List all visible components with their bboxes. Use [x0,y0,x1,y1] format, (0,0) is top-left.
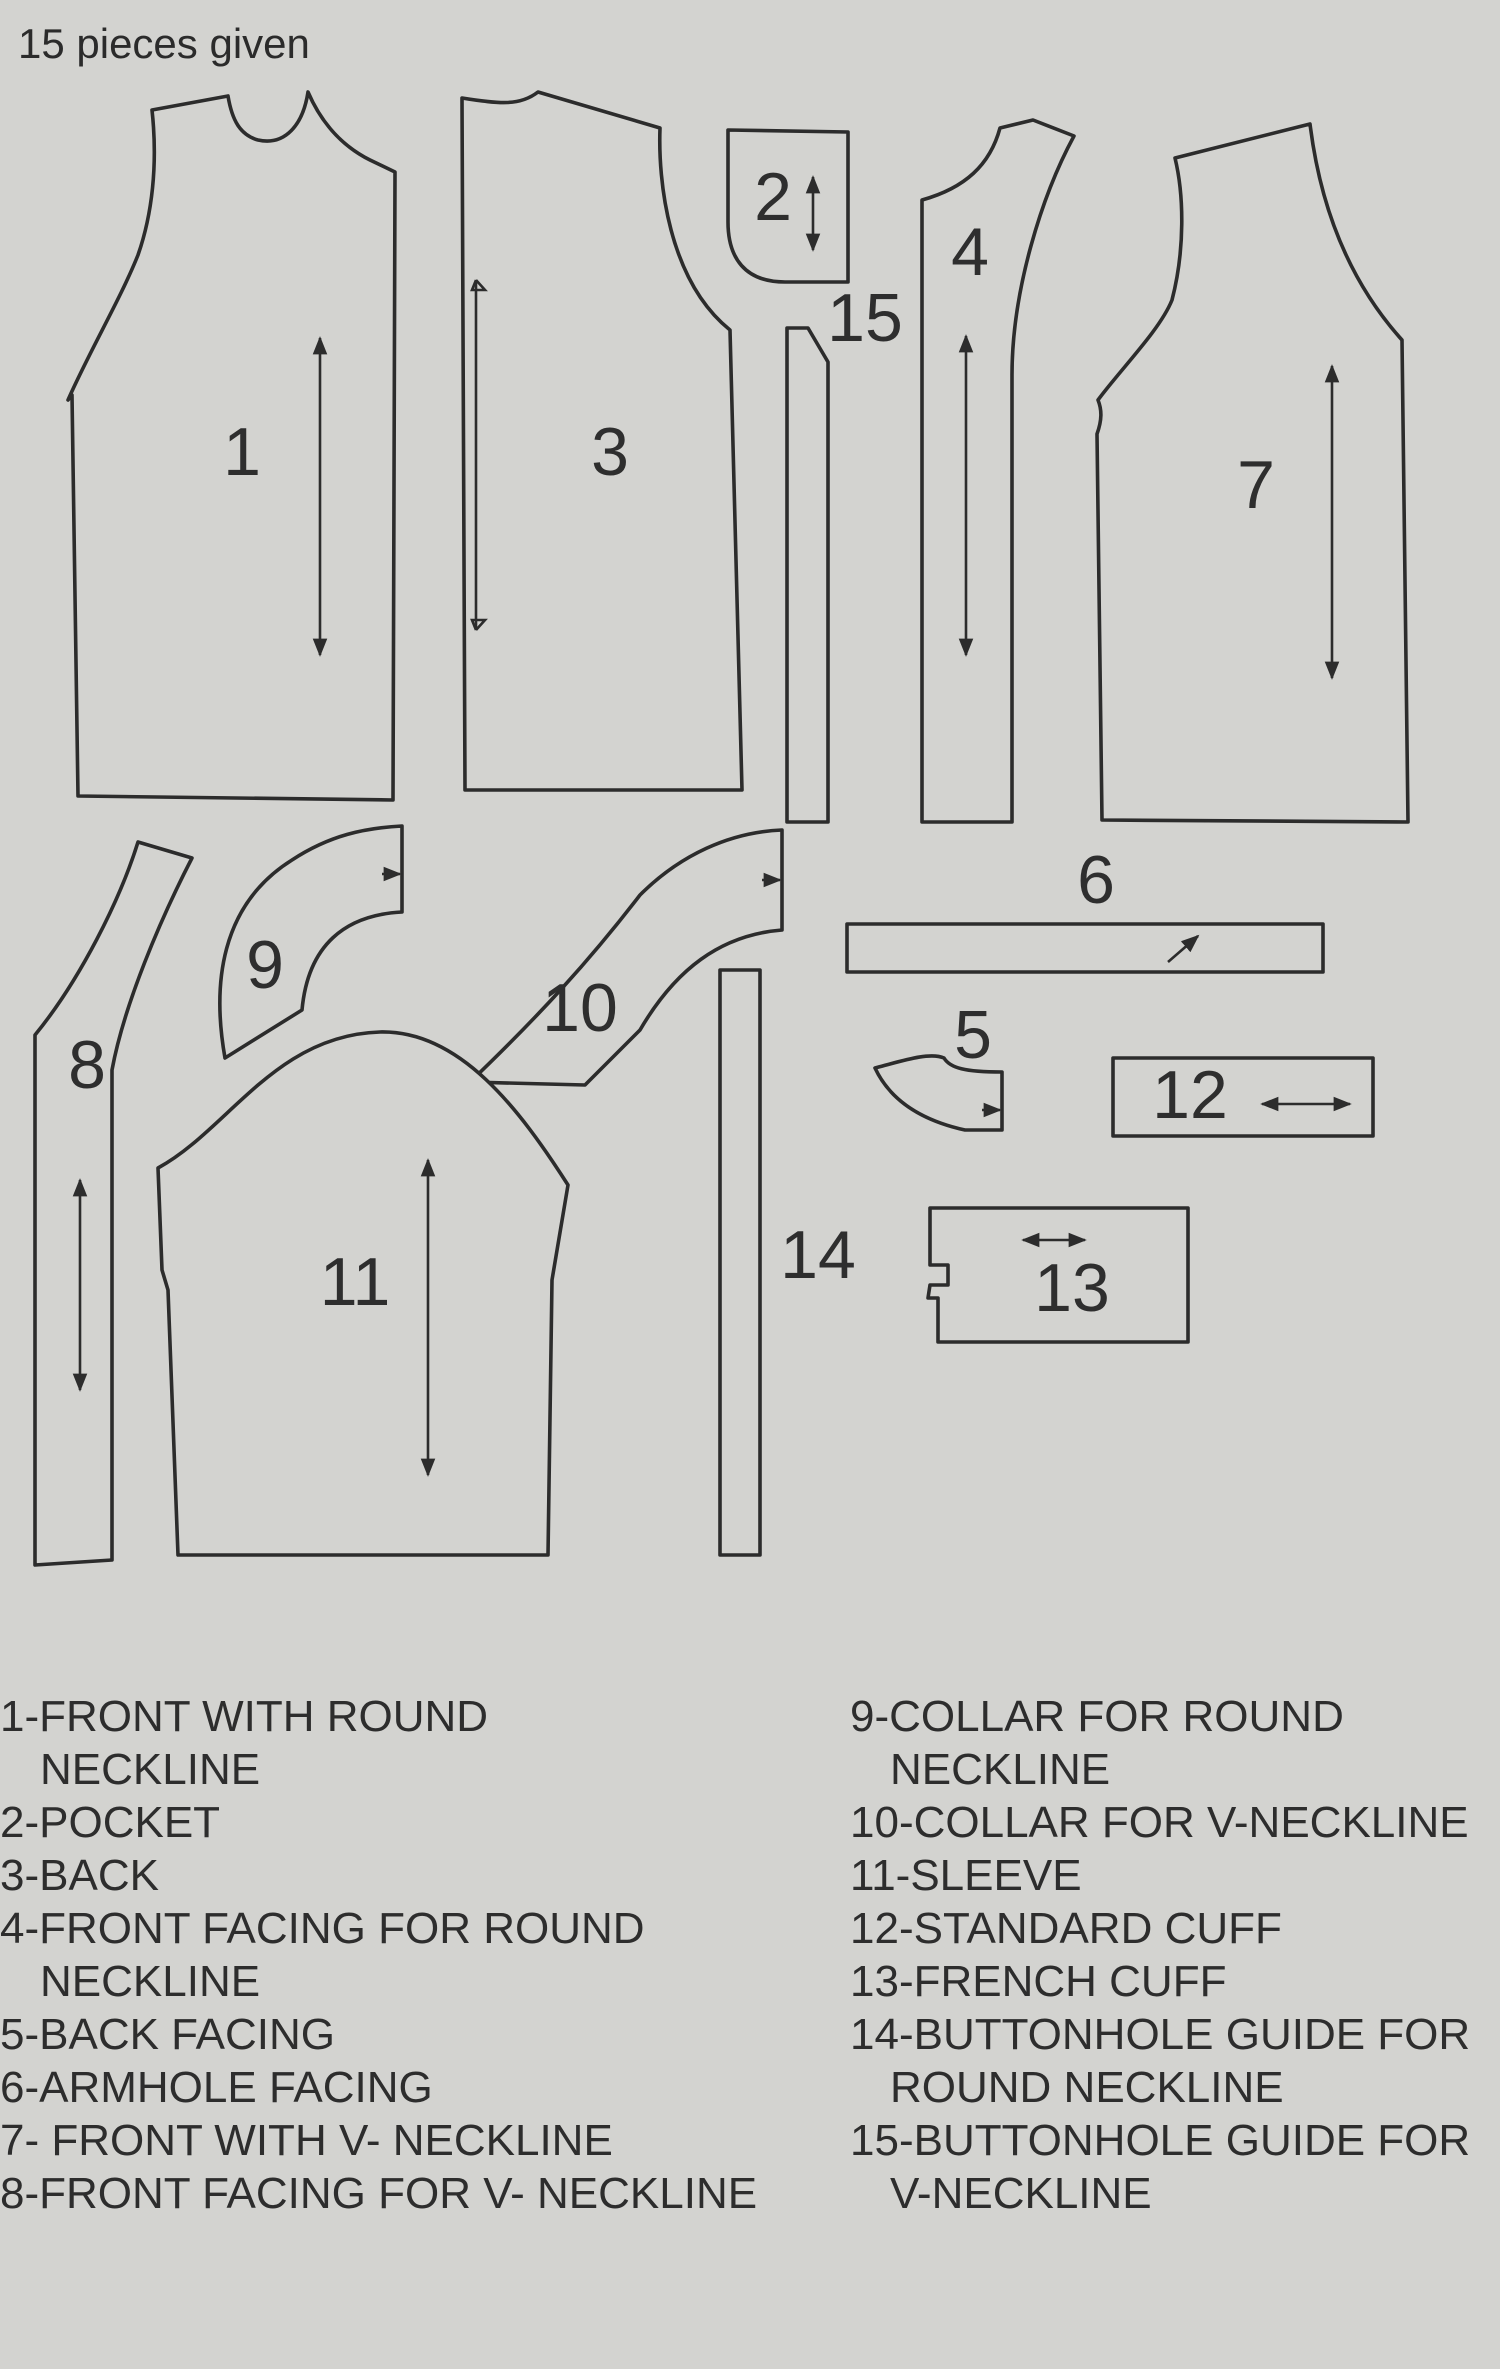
legend-item-14: 14-BUTTONHOLE GUIDE FOR [850,2010,1471,2059]
legend-item-2: 2-POCKET [0,1798,221,1847]
piece-13-french-cuff: 13 [926,1206,1190,1344]
piece-11-sleeve: 11 [156,1030,570,1557]
piece-15-number: 15 [827,280,903,356]
legend-item-13: 13-FRENCH CUFF [850,1957,1227,2006]
legend-item-5: 5-BACK FACING [0,2010,335,2059]
piece-4-front-facing-round: 4 [920,118,1076,824]
header-text: 15 pieces given [18,20,310,67]
legend-item-15: 15-BUTTONHOLE GUIDE FOR [850,2116,1471,2165]
legend-item-7: 7- FRONT WITH V- NECKLINE [0,2116,613,2165]
legend-item-9-cont: NECKLINE [890,1745,1111,1794]
legend-right-column: 9-COLLAR FOR ROUND NECKLINE 10-COLLAR FO… [850,1690,1500,2220]
piece-11-number: 11 [320,1244,391,1320]
legend-item-1-cont: NECKLINE [40,1745,261,1794]
piece-8-number: 8 [68,1027,106,1103]
piece-6-number: 6 [1077,842,1115,918]
piece-2-pocket: 2 [726,128,850,284]
legend-left-column: 1-FRONT WITH ROUND NECKLINE 2-POCKET 3-B… [0,1690,840,2220]
legend-item-12: 12-STANDARD CUFF [850,1904,1282,1953]
piece-3-number: 3 [591,414,629,490]
piece-15-buttonhole-guide-v: 15 [785,280,903,824]
piece-10-number: 10 [542,970,618,1046]
piece-9-number: 9 [246,927,284,1003]
piece-13-number: 13 [1034,1250,1110,1326]
piece-12-standard-cuff: 12 [1111,1056,1375,1138]
legend-item-4-cont: NECKLINE [40,1957,261,2006]
piece-1-number: 1 [223,414,261,490]
piece-10-collar-v: 10 [468,828,784,1087]
legend-item-15-cont: V-NECKLINE [890,2169,1152,2218]
legend-item-1: 1-FRONT WITH ROUND [0,1692,489,1741]
legend-item-8: 8-FRONT FACING FOR V- NECKLINE [0,2169,758,2218]
legend-item-9: 9-COLLAR FOR ROUND [850,1692,1344,1741]
legend-item-4: 4-FRONT FACING FOR ROUND [0,1904,645,1953]
piece-8-front-facing-v: 8 [33,840,194,1567]
legend-item-11: 11-SLEEVE [850,1851,1082,1900]
piece-1-front-round-neckline: 1 [66,90,397,802]
legend-item-6: 6-ARMHOLE FACING [0,2063,433,2112]
piece-12-number: 12 [1152,1057,1228,1133]
piece-14-buttonhole-guide-round: 14 [718,968,856,1557]
piece-14-number: 14 [780,1217,856,1293]
legend-item-10: 10-COLLAR FOR V-NECKLINE [850,1798,1469,1847]
piece-5-number: 5 [954,997,992,1073]
piece-7-number: 7 [1237,447,1275,523]
legend-item-14-cont: ROUND NECKLINE [890,2063,1284,2112]
legend-item-3: 3-BACK [0,1851,159,1900]
piece-3-back: 3 [460,90,744,792]
piece-5-back-facing: 5 [873,997,1004,1132]
piece-4-number: 4 [951,214,989,290]
piece-7-front-v-neckline: 7 [1095,122,1410,824]
piece-2-number: 2 [754,159,792,235]
piece-6-armhole-facing: 6 [845,842,1325,974]
piece-9-collar-round: 9 [218,824,404,1060]
